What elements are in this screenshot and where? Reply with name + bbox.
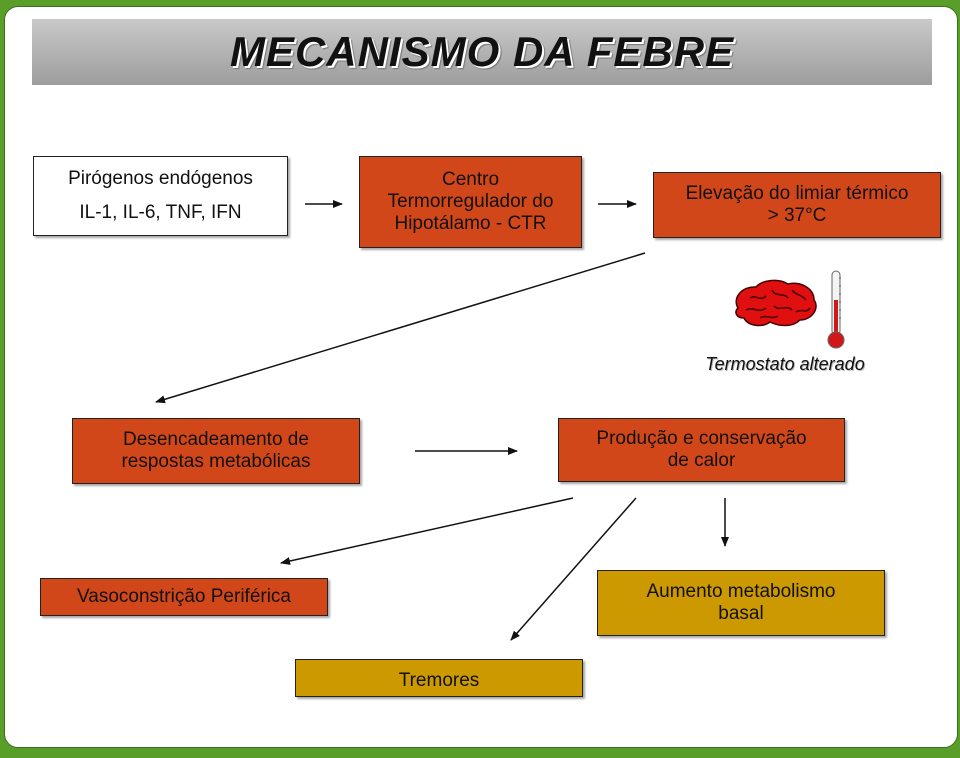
node-elevacao-line1: Elevação do limiar térmico [685, 183, 909, 204]
arrow-elevacao-to-desencadeamento [155, 252, 646, 404]
node-desencadeamento-line1: Desencadeamento de [123, 429, 309, 450]
node-producao: Produção e conservação de calor [558, 418, 845, 482]
node-centro: Centro Termorregulador do Hipotálamo - C… [359, 156, 582, 248]
node-aumento: Aumento metabolismo basal [597, 570, 885, 636]
node-centro-line3: Hipotálamo - CTR [394, 213, 547, 234]
node-centro-line1: Centro [441, 169, 500, 190]
node-producao-line2: de calor [667, 450, 736, 471]
node-aumento-line2: basal [718, 603, 764, 624]
node-desencadeamento-line2: respostas metabólicas [121, 451, 311, 472]
node-pirogenos: Pirógenos endógenos IL-1, IL-6, TNF, IFN [33, 156, 288, 236]
node-aumento-line1: Aumento metabolismo [646, 581, 836, 602]
node-producao-line1: Produção e conservação [596, 428, 807, 449]
node-desencadeamento: Desencadeamento de respostas metabólicas [72, 418, 360, 484]
brain-icon [735, 279, 817, 327]
title-bar: MECANISMO DA FEBRE [32, 19, 932, 85]
page-title: MECANISMO DA FEBRE [229, 28, 735, 75]
node-pirogenos-line2: IL-1, IL-6, TNF, IFN [79, 202, 242, 223]
node-elevacao-line2: > 37°C [767, 205, 827, 226]
node-tremores: Tremores [295, 659, 583, 697]
arrow-producao-to-vasoconstricao [280, 497, 574, 565]
node-pirogenos-line1: Pirógenos endógenos [68, 168, 253, 189]
node-vasoconstricao-line1: Vasoconstrição Periférica [76, 586, 292, 607]
termostato-label: Termostato alterado [705, 354, 865, 374]
node-vasoconstricao: Vasoconstrição Periférica [40, 578, 328, 616]
arrow-producao-to-tremores [510, 497, 637, 641]
node-tremores-line1: Tremores [398, 670, 480, 691]
thermometer-icon [827, 270, 845, 349]
node-centro-line2: Termorregulador do [387, 191, 554, 212]
node-elevacao: Elevação do limiar térmico > 37°C [653, 172, 941, 238]
